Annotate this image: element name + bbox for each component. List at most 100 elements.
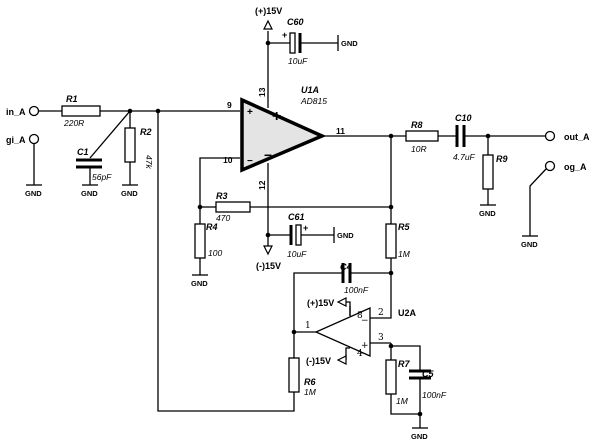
u1-plus-sign: + — [272, 108, 281, 125]
r2-value: 47k — [144, 155, 154, 169]
u2-pin-2: 2 — [378, 308, 384, 318]
c5-ref: C5 — [422, 369, 434, 379]
c10-value: 4.7uF — [453, 152, 476, 162]
r4-value: 100 — [208, 248, 222, 258]
opamp-u2a — [314, 306, 371, 358]
c61-value: 10uF — [287, 249, 307, 259]
capacitor-c1 — [76, 158, 102, 169]
resistor-r5 — [385, 223, 397, 259]
ground-label: GND — [121, 189, 138, 198]
input-terminal-in-a[interactable] — [28, 105, 40, 117]
ground-label: GND — [411, 432, 428, 441]
r9-ref: R9 — [496, 154, 508, 164]
r1-ref: R1 — [66, 94, 78, 104]
r7-value: 1M — [396, 396, 409, 406]
u2-pos-rail-label: (+)15V — [307, 298, 334, 308]
r2-ref: R2 — [140, 127, 152, 137]
wire — [199, 157, 240, 224]
u2-pin-1: 1 — [305, 321, 311, 331]
r8-ref: R8 — [411, 120, 423, 130]
wire — [529, 168, 547, 236]
u2-pin-8: 8 — [357, 311, 363, 321]
resistor-r8 — [405, 130, 439, 142]
u2-ref: U2A — [398, 308, 417, 318]
u2-pin-4: 4 — [357, 349, 363, 359]
wire — [157, 111, 295, 412]
u1-ref: U1A — [301, 85, 319, 95]
u2-neg-rail-arrow — [336, 355, 347, 365]
neg-rail-label: (-)15V — [256, 261, 281, 271]
gi-a-label: gi_A — [6, 135, 26, 145]
ground-label: GND — [191, 279, 208, 288]
u2-plus-sign: + — [361, 341, 369, 351]
c4-value: 100nF — [344, 285, 369, 295]
r8-value: 10R — [411, 144, 427, 154]
u1-minus-small: − — [247, 156, 253, 167]
c5-value: 100nF — [422, 390, 447, 400]
r6-ref: R6 — [304, 377, 316, 387]
junction-dot — [417, 411, 423, 417]
u1-pin-12: 12 — [257, 180, 267, 190]
resistor-r3 — [215, 201, 251, 213]
u1-plus-small: + — [247, 107, 253, 118]
resistor-r1 — [61, 105, 101, 117]
in-a-label: in_A — [6, 107, 26, 117]
pos-rail-label: (+)15V — [255, 6, 282, 16]
c10-ref: C10 — [455, 113, 472, 123]
r3-ref: R3 — [216, 191, 228, 201]
resistor-r4 — [194, 223, 206, 259]
u1-pin-9: 9 — [227, 100, 232, 110]
capacitor-c5 — [409, 369, 431, 380]
c61-plus: + — [303, 223, 308, 233]
resistor-r9 — [482, 154, 494, 190]
ground-label: GND — [521, 240, 538, 249]
c1-ref: C1 — [77, 147, 89, 157]
r5-ref: R5 — [398, 222, 410, 232]
opamp-u1a — [240, 97, 327, 173]
u2-minus-sign: − — [361, 316, 369, 326]
r6-value: 1M — [304, 387, 317, 397]
output-terminal-out-a[interactable] — [544, 130, 556, 142]
r1-value: 220R — [63, 118, 84, 128]
u2-pin-3: 3 — [378, 333, 384, 343]
u1-pin-10: 10 — [223, 155, 233, 165]
r3-value: 470 — [216, 213, 230, 223]
wire — [390, 394, 420, 415]
resistor-r2 — [124, 127, 136, 163]
resistor-r7 — [385, 359, 397, 395]
r7-ref: R7 — [398, 359, 410, 369]
ground-label: GND — [81, 189, 98, 198]
c60-ref: C60 — [287, 17, 304, 27]
c4-ref: C4 — [340, 262, 352, 272]
u2-pos-rail-arrow — [336, 297, 347, 307]
ground-label: GND — [341, 39, 358, 48]
ground-label: GND — [479, 209, 496, 218]
c60-value: 10uF — [288, 56, 308, 66]
u1-part: AD815 — [300, 96, 327, 106]
neg-rail-arrow — [263, 163, 273, 256]
wire — [89, 110, 131, 159]
u1-pin-11: 11 — [336, 126, 345, 136]
og-a-label: og_A — [564, 162, 587, 172]
ground-label: GND — [25, 189, 42, 198]
capacitor-c60 — [289, 32, 302, 54]
capacitor-c61 — [289, 224, 302, 246]
u2-neg-rail-label: (-)15V — [306, 356, 331, 366]
resistor-r6 — [288, 357, 300, 393]
u1-minus-sign: − — [264, 147, 272, 163]
r4-ref: R4 — [206, 222, 218, 232]
output-terminal-og-a[interactable] — [544, 160, 556, 172]
gi-a-ground-wire — [26, 143, 42, 186]
capacitor-c10 — [455, 125, 466, 147]
c61-ref: C61 — [288, 212, 305, 222]
wire — [370, 258, 392, 319]
input-terminal-gi-a[interactable] — [28, 133, 40, 145]
wire — [293, 272, 343, 330]
wire — [346, 301, 351, 316]
c1-value: 56pF — [92, 172, 112, 182]
r5-value: 1M — [398, 249, 411, 259]
c60-plus: + — [282, 30, 287, 40]
u1-pin-13: 13 — [257, 87, 267, 97]
wire — [391, 345, 421, 370]
